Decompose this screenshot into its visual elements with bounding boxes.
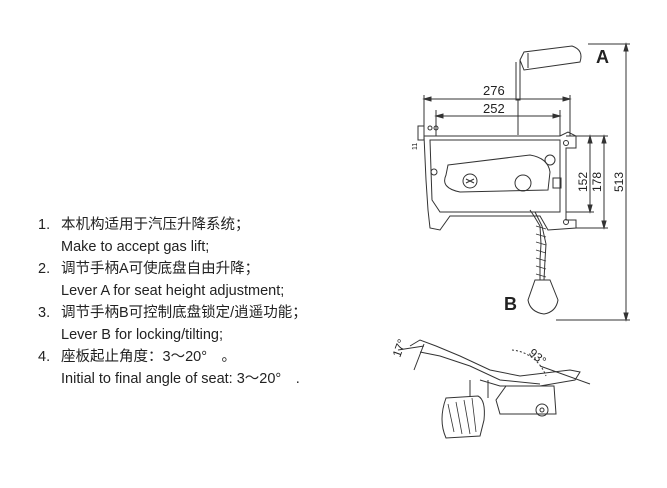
note-3-en: Lever B for locking/tilting;	[38, 324, 338, 346]
note-4-zh: 4. 座板起止角度：3～20° 。	[38, 346, 338, 368]
dimension-height	[556, 42, 630, 322]
note-1-zh: 1. 本机构适用于汽压升降系统；	[38, 214, 338, 236]
note-text-zh: 调节手柄B可控制底盘锁定/逍遥功能；	[61, 305, 307, 321]
swing-angle-label: 93°	[526, 346, 549, 369]
side-view	[397, 339, 591, 439]
note-text-en: Lever A for seat height adjustment;	[61, 283, 285, 299]
dimension-513-label: 513	[612, 172, 626, 192]
note-3-zh: 3. 调节手柄B可控制底盘锁定/逍遥功能；	[38, 302, 338, 324]
dimension-276-label: 276	[483, 83, 505, 98]
note-number: 1.	[38, 217, 51, 233]
lever-b-label: B	[504, 294, 517, 314]
tilt-angle-label: 17°	[390, 337, 409, 359]
dimension-152-label: 152	[576, 172, 590, 192]
note-text-en: Make to accept gas lift;	[61, 239, 210, 255]
dimension-178-label: 178	[590, 172, 604, 192]
dimension-252-label: 252	[483, 101, 505, 116]
lever-a-label: A	[596, 47, 609, 67]
note-2-zh: 2. 调节手柄A可使底盘自由升降；	[38, 258, 338, 280]
notes-list: 1. 本机构适用于汽压升降系统； Make to accept gas lift;…	[38, 214, 338, 390]
note-1-en: Make to accept gas lift;	[38, 236, 338, 258]
lever-b	[527, 209, 559, 315]
base-plate-top-view	[417, 125, 577, 231]
note-4-en: Initial to final angle of seat: 3～20° .	[38, 368, 338, 390]
note-text-en: Lever B for locking/tilting;	[61, 327, 223, 343]
note-text-zh: 本机构适用于汽压升降系统；	[61, 217, 250, 233]
note-text-en: Initial to final angle of seat: 3～20° .	[61, 371, 300, 387]
lever-a	[515, 45, 582, 135]
note-2-en: Lever A for seat height adjustment;	[38, 280, 338, 302]
note-number: 3.	[38, 305, 51, 321]
note-text-zh: 调节手柄A可使底盘自由升降；	[61, 261, 260, 277]
note-number: 4.	[38, 349, 51, 365]
note-text-zh: 座板起止角度：3～20° 。	[61, 349, 236, 365]
dimension-width	[422, 95, 572, 136]
dimension-11-label: 11	[412, 143, 419, 150]
note-number: 2.	[38, 261, 51, 277]
